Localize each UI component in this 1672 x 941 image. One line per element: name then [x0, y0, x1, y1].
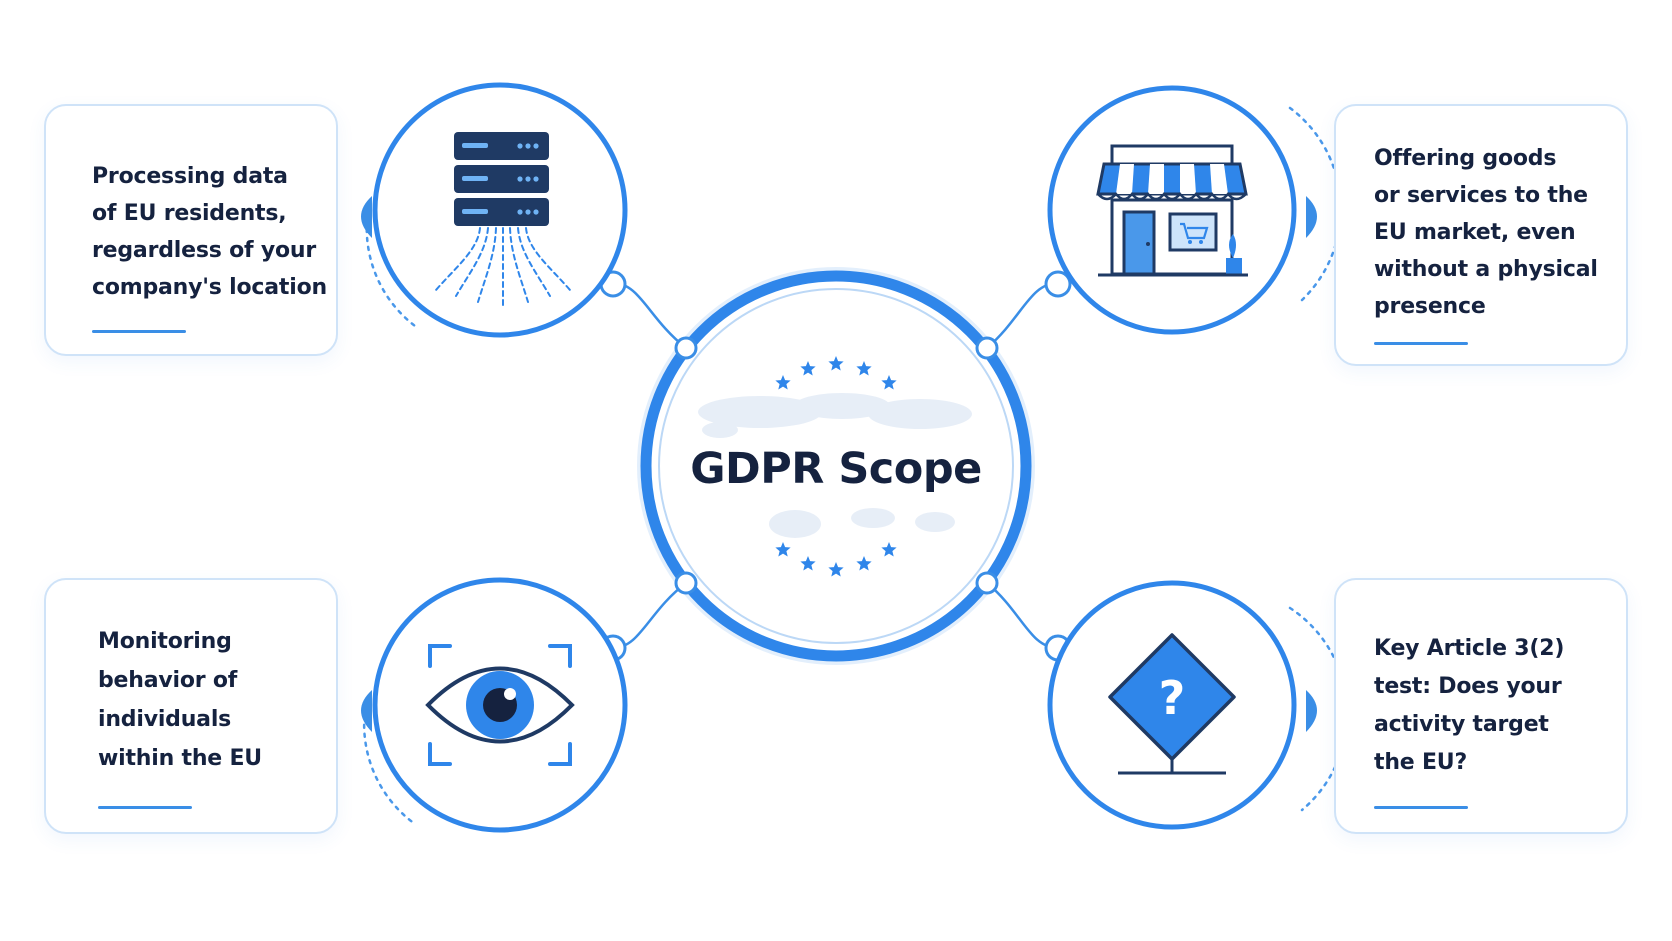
card-offering: Offering goods or services to the EU mar…	[1334, 104, 1628, 366]
card-monitoring-text: Monitoring behavior of individuals withi…	[98, 629, 262, 771]
card-offering-text: Offering goods or services to the EU mar…	[1374, 146, 1598, 319]
question-sign-icon: ?	[1108, 633, 1236, 775]
connector-top-left	[612, 281, 687, 349]
connector-bottom-left	[612, 582, 687, 650]
connector-top-right	[986, 281, 1059, 349]
server-icon	[435, 132, 571, 307]
card-monitoring: Monitoring behavior of individuals withi…	[44, 578, 338, 834]
eu-star	[856, 556, 872, 571]
side-tabs	[361, 196, 1317, 732]
eu-star	[881, 542, 897, 557]
world-map-graphic	[698, 393, 972, 538]
eu-star	[828, 562, 844, 577]
eu-stars	[775, 356, 897, 577]
eu-star	[775, 375, 791, 390]
card-article-test: Key Article 3(2) test: Does your activit…	[1334, 578, 1628, 834]
eu-star	[800, 361, 816, 376]
card-article-test-rule	[1374, 806, 1468, 809]
center-title: GDPR Scope	[690, 444, 982, 494]
card-monitoring-rule	[98, 806, 192, 809]
eu-star	[828, 356, 844, 371]
card-article-test-text: Key Article 3(2) test: Does your activit…	[1374, 636, 1565, 775]
svg-text:?: ?	[1159, 671, 1186, 725]
center-hub	[637, 267, 1035, 665]
storefront-icon	[1096, 144, 1248, 277]
eu-star	[775, 542, 791, 557]
eu-star	[856, 361, 872, 376]
eu-star	[881, 375, 897, 390]
card-processing-rule	[92, 330, 186, 333]
eu-star	[800, 556, 816, 571]
card-processing: Processing data of EU residents, regardl…	[44, 104, 338, 356]
card-offering-rule	[1374, 342, 1468, 345]
connector-bottom-right	[986, 582, 1059, 650]
eye-icon	[425, 644, 575, 766]
card-processing-text: Processing data of EU residents, regardl…	[92, 164, 327, 300]
